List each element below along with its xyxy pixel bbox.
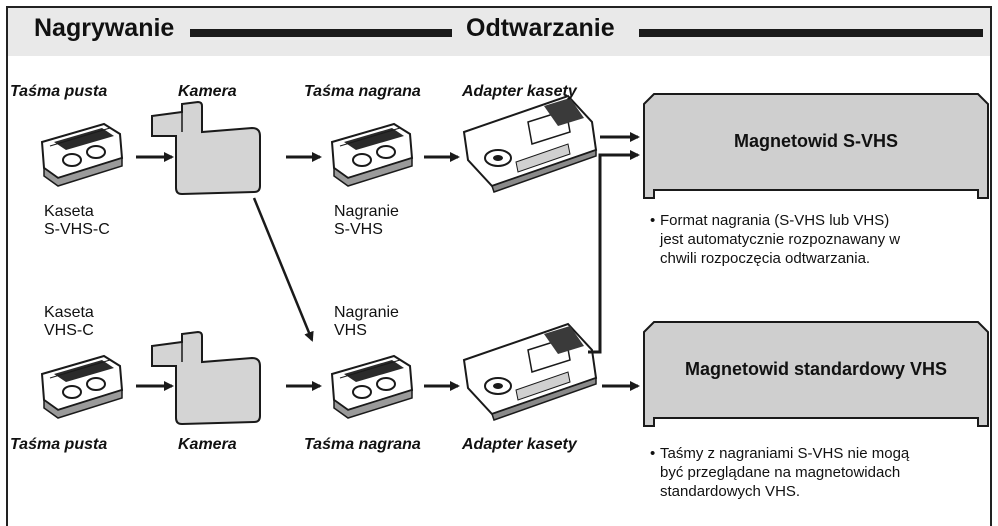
- label-camera-bottom: Kamera: [178, 436, 237, 453]
- note-svhs: • Format nagrania (S-VHS lub VHS) jest a…: [650, 211, 900, 268]
- caption-vhsc-cassette: Kaseta VHS-C: [44, 304, 94, 340]
- caption-vhs-recording: Nagranie VHS: [334, 304, 399, 340]
- caption-vhs-rec-line2: VHS: [334, 322, 367, 339]
- cassette-icon-recorded-top: [331, 123, 413, 187]
- label-camera-top: Kamera: [178, 83, 237, 100]
- camera-icon-bottom: [151, 331, 261, 425]
- note-vhs-line2: być przeglądane na magnetowidach: [660, 464, 901, 481]
- bullet-icon: •: [650, 212, 656, 229]
- note-svhs-line1: Format nagrania (S-VHS lub VHS): [660, 212, 890, 229]
- note-vhs-line3: standardowych VHS.: [660, 483, 801, 500]
- arrow-vhs-adapter-to-svhs: [588, 150, 640, 354]
- label-blank-tape-top: Taśma pusta: [10, 83, 108, 100]
- cassette-icon-recorded-bottom: [331, 355, 413, 419]
- adapter-icon-bottom: [463, 323, 597, 421]
- vcr-vhs-title: Magnetowid standardowy VHS: [684, 359, 948, 379]
- header-bar-recording: [190, 29, 452, 37]
- diagram-frame: [6, 6, 992, 526]
- caption-vhs-rec-line1: Nagranie: [334, 304, 399, 321]
- caption-vhsc-line1: Kaseta: [44, 304, 94, 321]
- label-blank-tape-bottom: Taśma pusta: [10, 436, 108, 453]
- cassette-icon-svhsc: [41, 123, 123, 187]
- camera-icon-top: [151, 101, 261, 195]
- header-playback: Odtwarzanie: [466, 14, 615, 42]
- bullet-icon: •: [650, 445, 656, 462]
- label-recorded-tape-top: Taśma nagrana: [304, 83, 421, 100]
- label-recorded-tape-bottom: Taśma nagrana: [304, 436, 421, 453]
- caption-svhsc-line1: Kaseta: [44, 203, 94, 220]
- caption-svhsc-line2: S-VHS-C: [44, 221, 110, 238]
- arrow-camera-to-vhs-tape: [252, 197, 314, 342]
- vcr-vhs-icon: [643, 321, 989, 427]
- caption-svhsc-cassette: Kaseta S-VHS-C: [44, 203, 110, 239]
- caption-svhs-recording: Nagranie S-VHS: [334, 203, 399, 239]
- caption-vhsc-line2: VHS-C: [44, 322, 94, 339]
- header-bar-playback: [639, 29, 983, 37]
- note-svhs-line3: chwili rozpoczęcia odtwarzania.: [660, 250, 871, 267]
- caption-svhs-rec-line2: S-VHS: [334, 221, 383, 238]
- vcr-svhs-title: Magnetowid S-VHS: [733, 131, 898, 151]
- note-vhs: • Taśmy z nagraniami S-VHS nie mogą być …: [650, 444, 909, 501]
- caption-svhs-rec-line1: Nagranie: [334, 203, 399, 220]
- label-adapter-bottom: Adapter kasety: [462, 436, 577, 453]
- label-adapter-top: Adapter kasety: [462, 83, 577, 100]
- note-vhs-line1: Taśmy z nagraniami S-VHS nie mogą: [660, 445, 910, 462]
- header-recording: Nagrywanie: [34, 14, 175, 42]
- cassette-icon-vhsc: [41, 355, 123, 419]
- vcr-svhs-icon: [643, 93, 989, 199]
- adapter-icon-top: [463, 95, 597, 193]
- note-svhs-line2: jest automatycznie rozpoznawany w: [660, 231, 901, 248]
